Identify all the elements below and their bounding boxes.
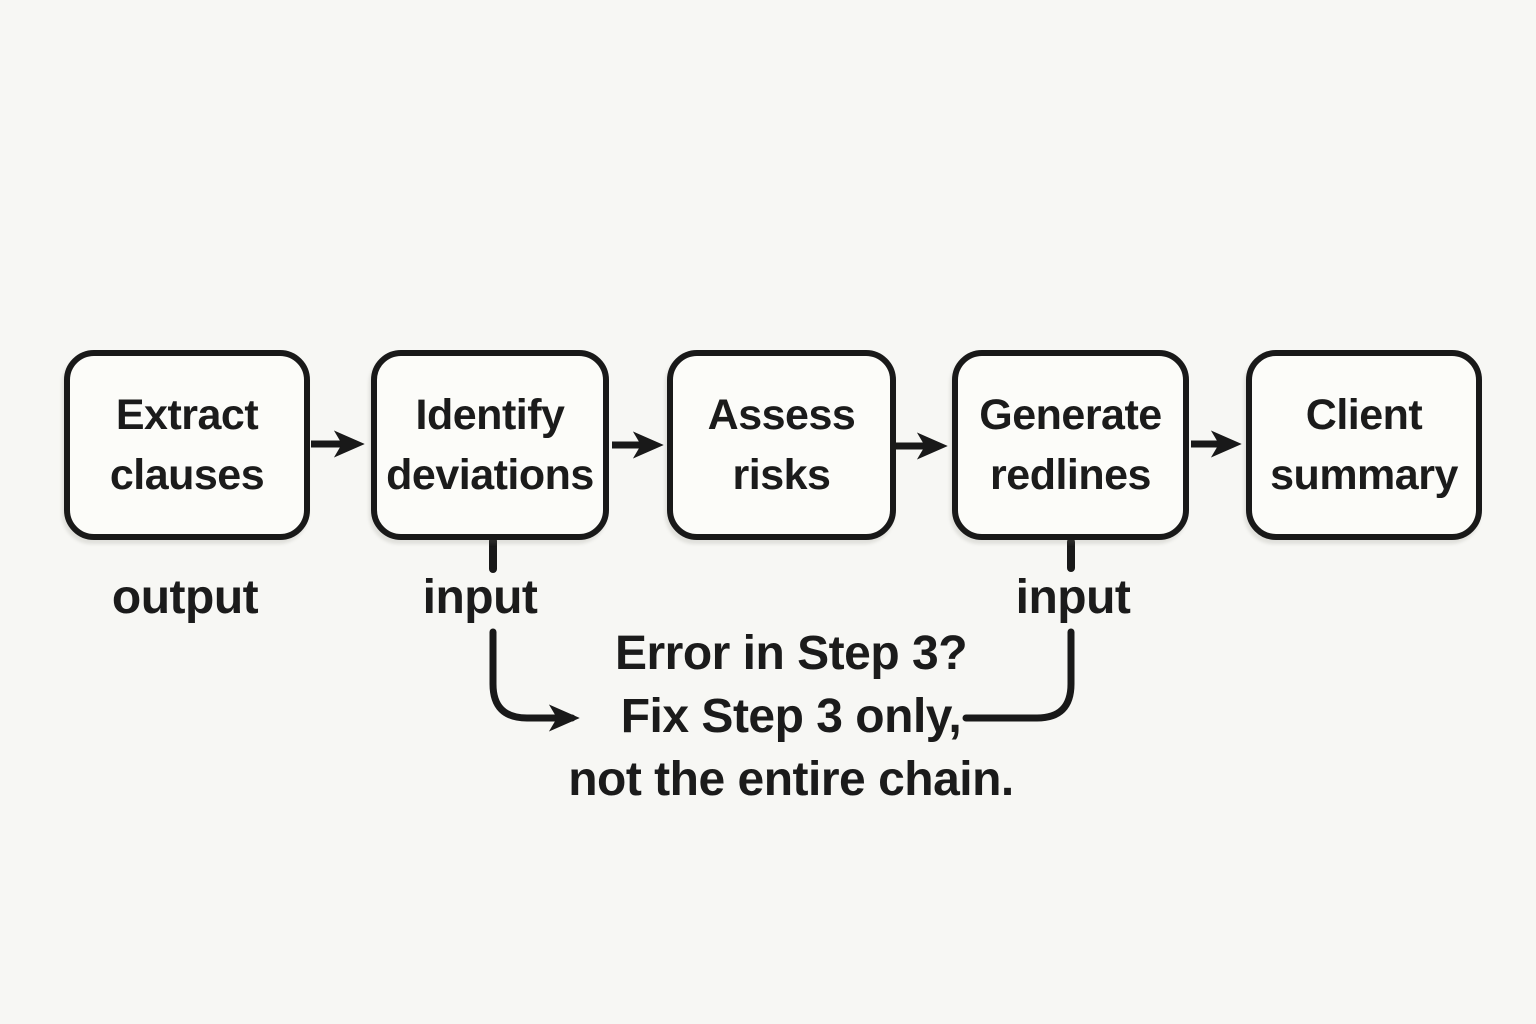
- step-label-line: summary: [1270, 451, 1458, 499]
- step-label-line: Generate: [979, 391, 1162, 439]
- input-label-redlines: input: [1015, 571, 1131, 624]
- step-label-line: clauses: [109, 451, 265, 499]
- step-label-line: Identify: [415, 391, 565, 439]
- step-label-line: Assess: [707, 391, 856, 439]
- annotation-line-2: Fix Step 3 only,: [620, 690, 962, 743]
- input-label-deviations: input: [422, 571, 538, 624]
- error-connector-left: [489, 628, 580, 732]
- step-label-line: risks: [732, 451, 831, 499]
- step-box-generate-redlines: Generate redlines: [952, 350, 1189, 540]
- step-box-identify-deviations: Identify deviations: [371, 350, 609, 540]
- step-label-line: deviations: [386, 451, 594, 499]
- step-label-line: Client: [1305, 391, 1423, 439]
- step-label-line: Extract: [115, 391, 259, 439]
- step-box-client-summary: Client summary: [1246, 350, 1482, 540]
- step-label-line: redlines: [990, 451, 1151, 499]
- output-label-extract: output: [111, 571, 259, 624]
- error-connector-right: [962, 628, 1075, 722]
- step-box-extract-clauses: Extract clauses: [64, 350, 310, 540]
- annotation-line-1: Error in Step 3?: [614, 627, 968, 680]
- error-annotation: Error in Step 3? Fix Step 3 only, not th…: [556, 622, 1026, 811]
- annotation-line-3: not the entire chain.: [568, 753, 1014, 806]
- step-box-assess-risks: Assess risks: [667, 350, 896, 540]
